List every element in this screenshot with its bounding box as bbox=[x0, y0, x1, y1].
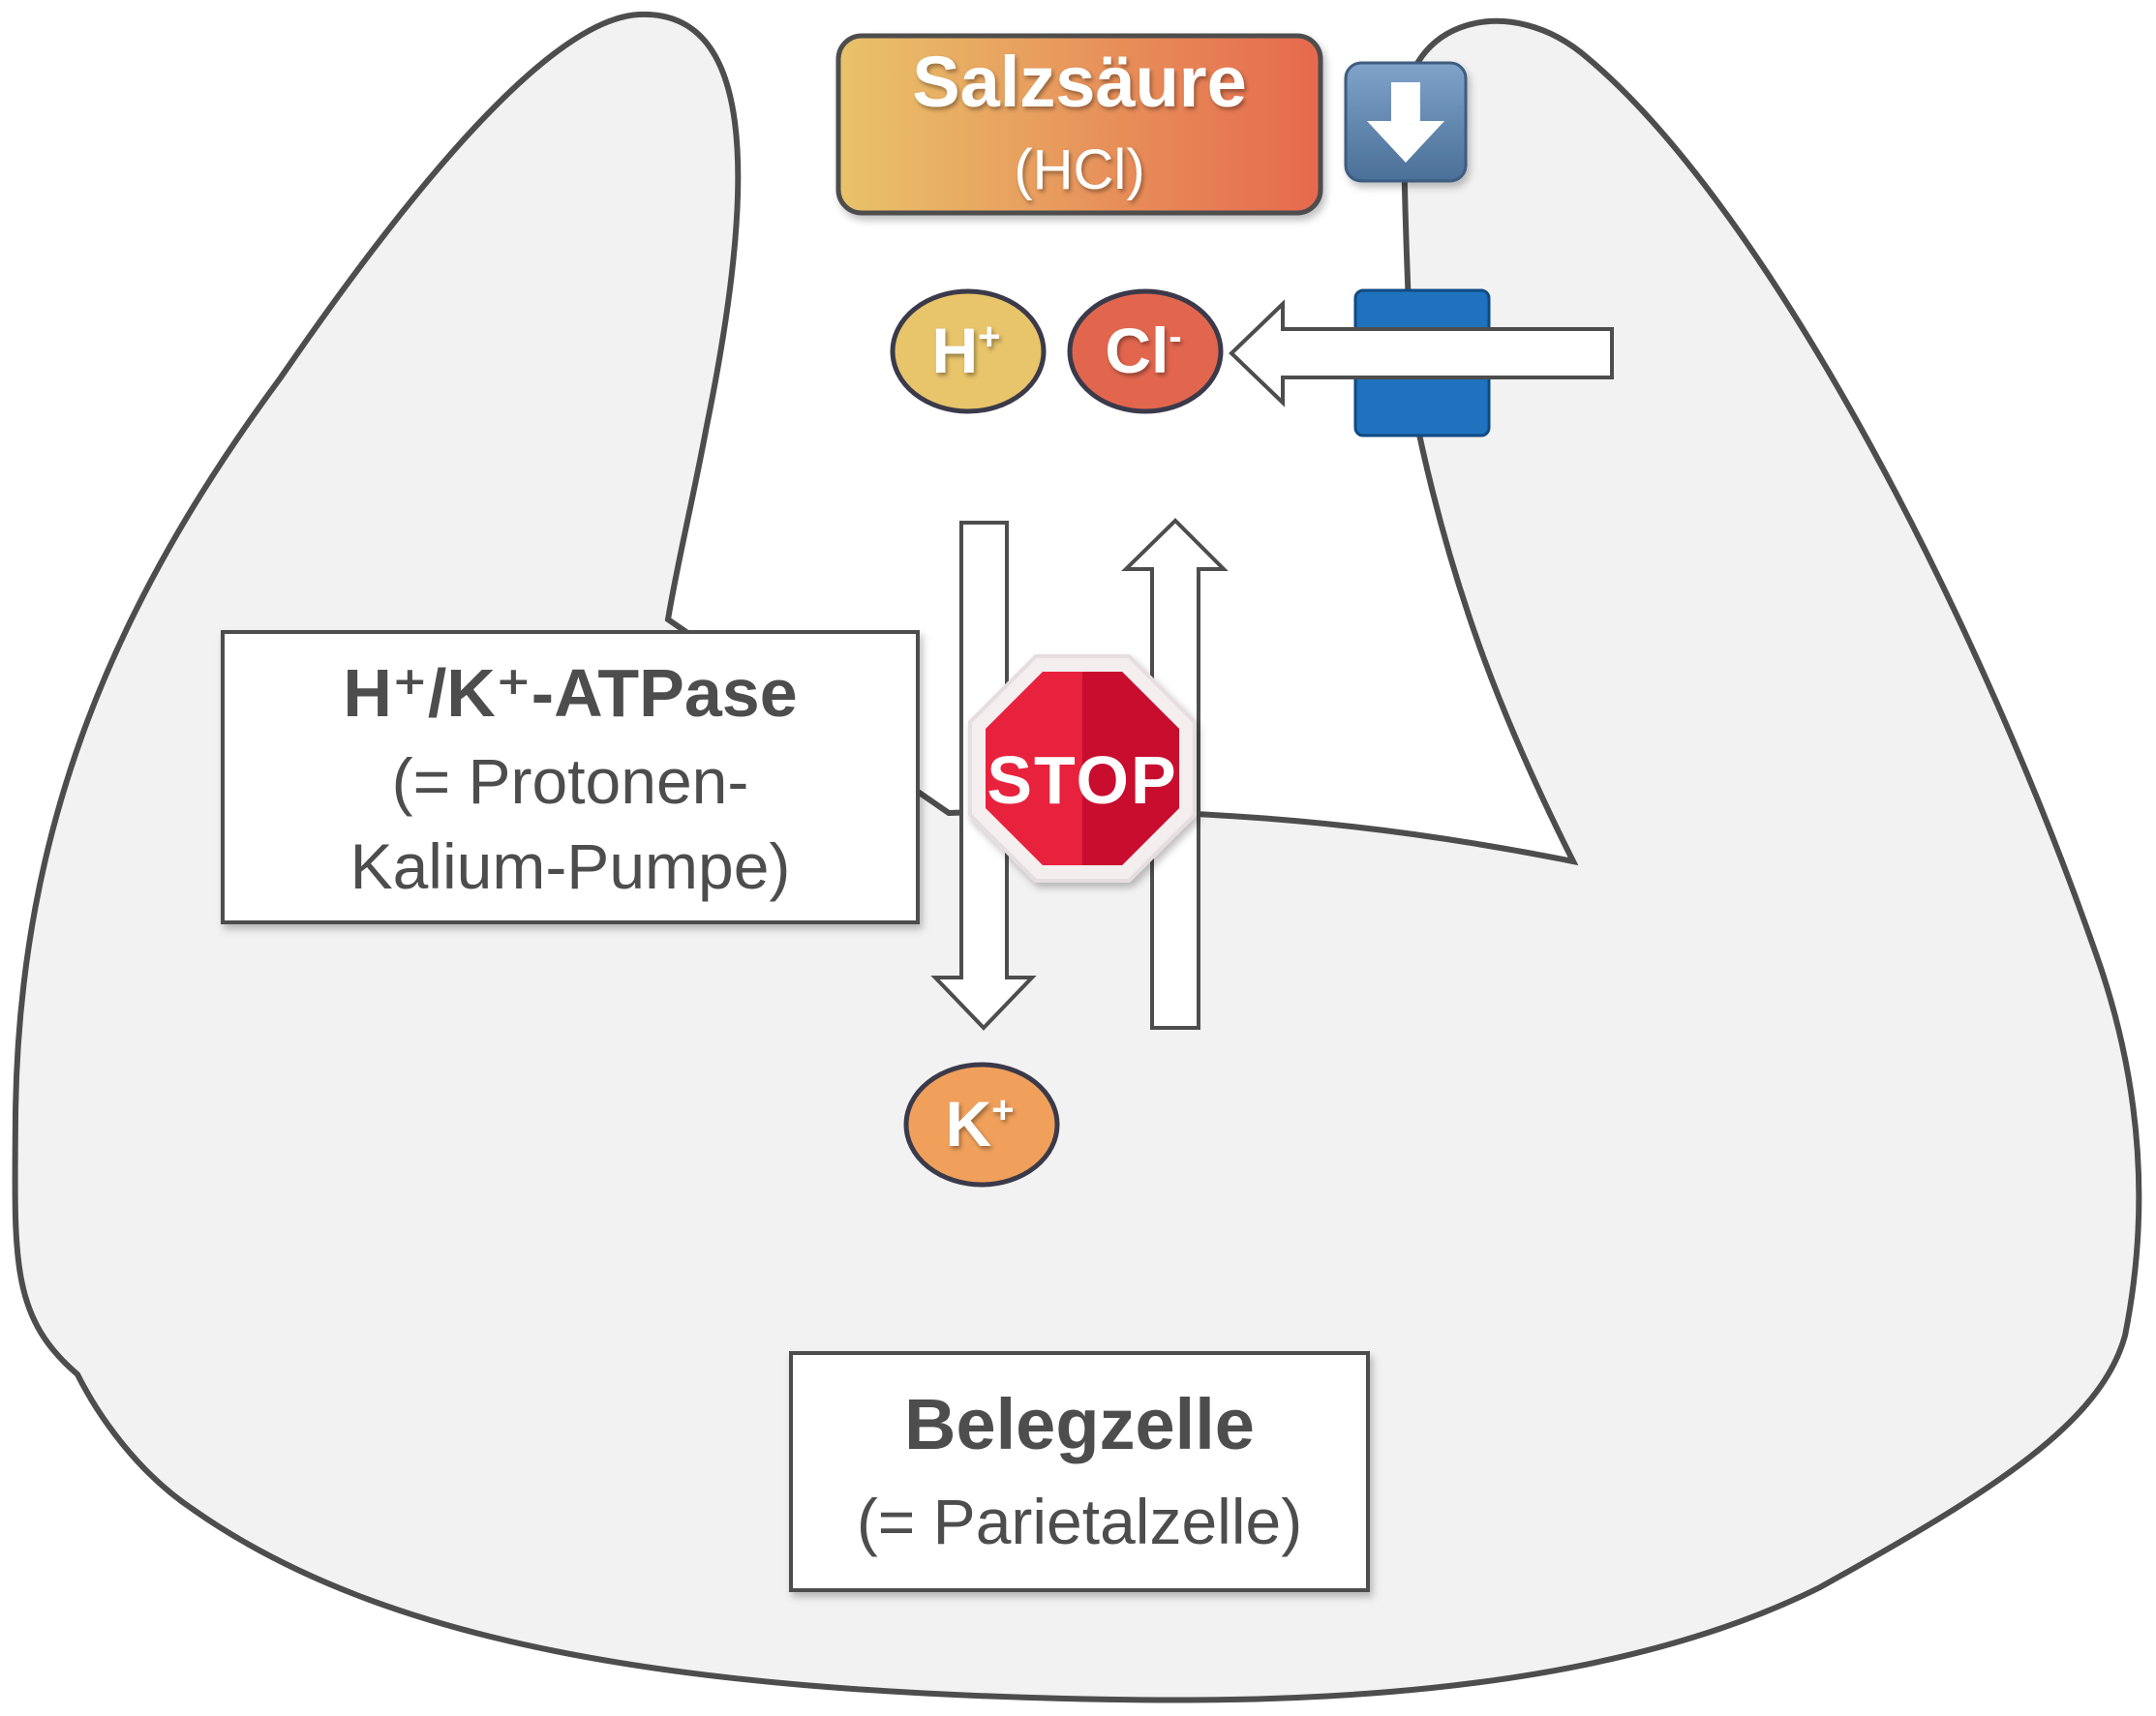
stop-sign-text: STOP bbox=[987, 742, 1177, 818]
cell-label-title: Belegzelle bbox=[904, 1384, 1255, 1464]
cl-ion: Cl- bbox=[1067, 288, 1224, 414]
svg-text:K+: K+ bbox=[945, 1088, 1014, 1159]
h-ion-symbol: H bbox=[931, 315, 978, 386]
hcl-box bbox=[835, 33, 1323, 216]
atpase-title: H⁺/K⁺-ATPase bbox=[343, 655, 797, 731]
h-ion: H+ bbox=[890, 288, 1047, 414]
chloride-influx-arrow bbox=[1229, 299, 1614, 407]
hcl-subtitle: (HCl) bbox=[1014, 138, 1144, 201]
h-ion-charge: + bbox=[978, 316, 1000, 358]
down-arrow-icon bbox=[1344, 61, 1468, 183]
svg-text:H+: H+ bbox=[931, 315, 1000, 386]
cell-label-box bbox=[789, 1351, 1370, 1592]
cl-ion-symbol: Cl bbox=[1105, 315, 1169, 386]
k-ion-charge: + bbox=[991, 1089, 1014, 1131]
k-ion: K+ bbox=[903, 1062, 1060, 1188]
cl-ion-charge: - bbox=[1169, 316, 1181, 358]
cell-label-subtitle: (= Parietalzelle) bbox=[857, 1486, 1302, 1557]
atpase-line3: Kalium-Pumpe) bbox=[350, 830, 791, 902]
atpase-line2: (= Protonen- bbox=[392, 745, 749, 817]
stop-sign-icon bbox=[968, 654, 1197, 883]
k-ion-symbol: K bbox=[945, 1088, 991, 1159]
atpase-box bbox=[221, 630, 920, 924]
svg-text:Cl-: Cl- bbox=[1105, 315, 1181, 386]
hcl-title: Salzsäure bbox=[912, 42, 1247, 122]
